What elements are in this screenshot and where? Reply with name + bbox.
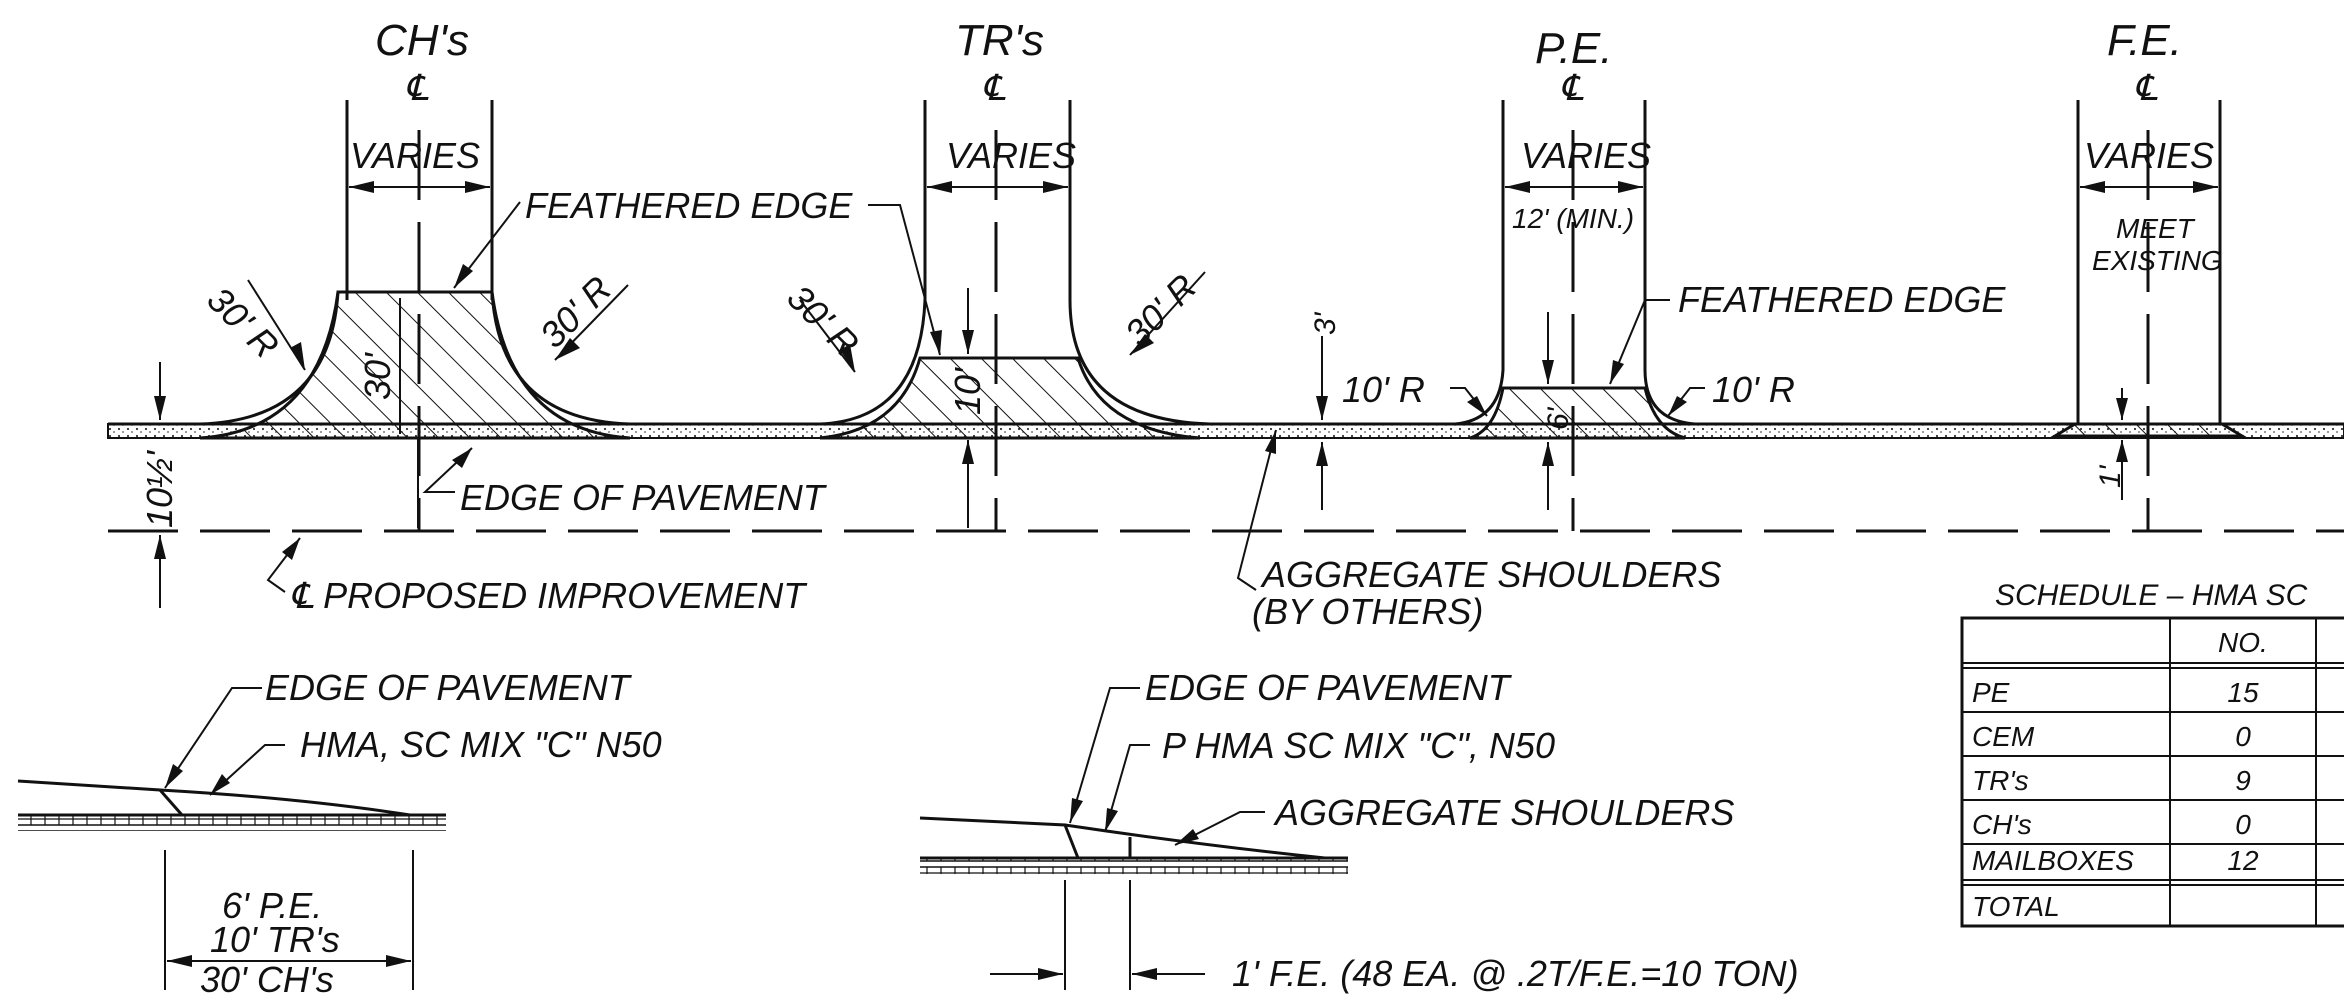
section-right-aggregate: AGGREGATE SHOULDERS	[1273, 792, 1734, 833]
feathered-edge-pe: FEATHERED EDGE	[1678, 279, 2006, 320]
cl-symbol-pe: ℄	[1560, 67, 1584, 108]
section-left-dim-ch: 30' CH's	[200, 959, 334, 1000]
schedule-row-name: TR's	[1972, 765, 2029, 796]
header-pe: P.E.	[1535, 24, 1612, 73]
fe-approach	[2049, 100, 2248, 531]
proposed-improvement-label: ℄ PROPOSED IMPROVEMENT	[290, 575, 808, 616]
section-right-hma: P HMA SC MIX "C", N50	[1162, 725, 1555, 766]
pe-min-label: 12' (MIN.)	[1512, 203, 1634, 234]
dim-10-half: 10½'	[139, 450, 180, 528]
section-right-text: EDGE OF PAVEMENT P HMA SC MIX "C", N50 A…	[1145, 667, 1799, 994]
meet-label: MEET	[2116, 213, 2196, 244]
dim-30: 30'	[357, 352, 398, 400]
section-right-edge: EDGE OF PAVEMENT	[1145, 667, 1513, 708]
schedule-row-name: PE	[1972, 677, 2010, 708]
varies-pe: VARIES	[1521, 135, 1651, 176]
schedule-row-no: 15	[2227, 677, 2259, 708]
section-left-text: EDGE OF PAVEMENT HMA, SC MIX "C" N50 6' …	[200, 667, 662, 1000]
schedule-row-name: CEM	[1972, 721, 2035, 752]
dim-3: 3'	[1309, 311, 1342, 335]
pe-edge-left	[1454, 100, 1505, 426]
varies-tr: VARIES	[946, 135, 1076, 176]
dim-10: 10'	[947, 367, 988, 415]
section-left-hma: HMA, SC MIX "C" N50	[300, 724, 662, 765]
ch-edge	[199, 290, 631, 426]
varies-fe: VARIES	[2084, 135, 2214, 176]
dim-1: 1'	[2094, 464, 2127, 488]
existing-label: EXISTING	[2092, 245, 2223, 276]
cl-symbol-fe: ℄	[2134, 67, 2158, 108]
schedule-row-no: 0	[2235, 809, 2251, 840]
pe-hatch-area	[1469, 386, 1686, 440]
aggregate-shoulders-label: AGGREGATE SHOULDERS	[1260, 554, 1721, 595]
r30-tr-left: 30' R	[779, 277, 867, 365]
r30-tr-right: 30' R	[1117, 266, 1205, 354]
schedule-row-no: 12	[2227, 845, 2259, 876]
schedule-row-no: 0	[2235, 721, 2251, 752]
schedule-row-name: MAILBOXES	[1972, 845, 2134, 876]
by-others-label: (BY OTHERS)	[1252, 591, 1483, 632]
tr-edge-right	[1068, 100, 1211, 426]
r10-pe-left: 10' R	[1342, 369, 1425, 410]
header-tr: TR's	[955, 16, 1044, 65]
section-left	[17, 687, 446, 990]
plan-view	[107, 100, 2344, 608]
section-left-dim-pe: 6' P.E.	[222, 885, 322, 926]
r10-pe-right: 10' R	[1712, 369, 1795, 410]
feathered-edge-ch: FEATHERED EDGE	[525, 185, 853, 226]
tr-edge-left	[819, 100, 927, 426]
schedule-title: SCHEDULE – HMA SC	[1995, 579, 2308, 612]
section-right-fe-note: 1' F.E. (48 EA. @ .2T/F.E.=10 TON)	[1232, 953, 1799, 994]
plan-text: CH's TR's P.E. F.E. ℄ ℄ ℄ ℄ VARIES VARIE…	[139, 16, 2223, 632]
ground-hatch-right	[920, 858, 1348, 874]
schedule-row-no: 9	[2235, 765, 2251, 796]
section-left-dim-tr: 10' TR's	[210, 919, 340, 960]
tr-hatch-area	[819, 356, 1201, 440]
section-left-edge: EDGE OF PAVEMENT	[265, 667, 633, 708]
edge-of-pavement-plan: EDGE OF PAVEMENT	[460, 477, 828, 518]
section-right	[919, 687, 1348, 990]
ground-hatch-left	[18, 815, 446, 831]
dim-6: 6'	[1542, 406, 1575, 430]
schedule-row-name: CH's	[1972, 809, 2032, 840]
pe-approach	[1236, 100, 1705, 591]
left-offset-dim	[107, 362, 166, 608]
header-fe: F.E.	[2107, 16, 2182, 65]
tr-approach	[799, 100, 1211, 531]
schedule-row-name: TOTAL	[1972, 891, 2060, 922]
ch-approach	[199, 100, 631, 531]
cl-symbol-tr: ℄	[982, 67, 1006, 108]
pe-edge-right	[1643, 100, 1696, 426]
cl-symbol-ch: ℄	[405, 67, 429, 108]
r30-ch-right: 30' R	[532, 268, 620, 356]
header-ch: CH's	[375, 16, 469, 65]
schedule-col-no: NO.	[2218, 627, 2268, 658]
varies-ch: VARIES	[350, 135, 480, 176]
